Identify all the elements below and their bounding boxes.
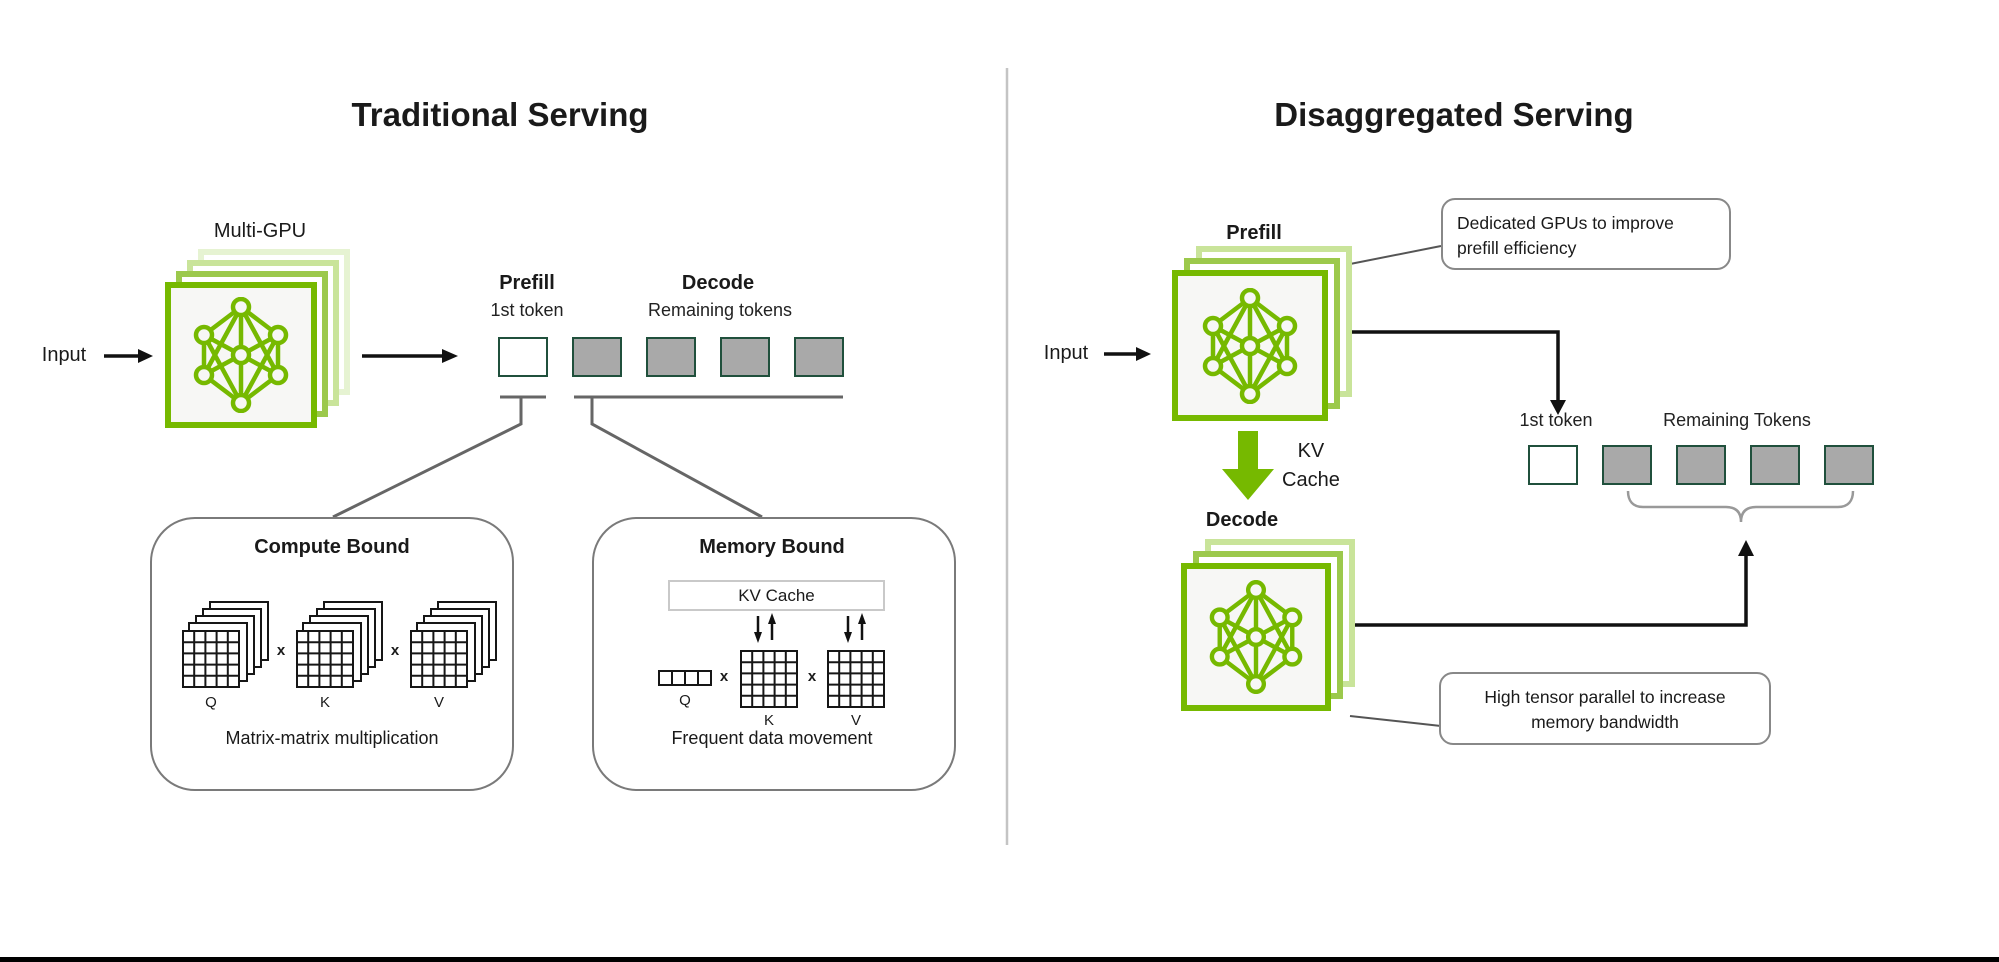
decode-token-box	[794, 337, 844, 377]
left-title: Traditional Serving	[351, 96, 649, 133]
k-matrix-icon	[740, 650, 798, 708]
kv-cache-arrow-label: KV Cache	[1282, 440, 1340, 491]
input-arrow-left	[104, 349, 153, 363]
bottom-border-bar	[0, 957, 1999, 962]
neural-network-icon	[191, 297, 291, 413]
memory-bound-caption: Frequent data movement	[671, 728, 873, 748]
q-matrix-stack-icon	[180, 586, 272, 690]
prefill-callout-connector	[1339, 245, 1442, 267]
prefill-token-box	[498, 337, 548, 377]
remaining-tokens-label-right: Remaining Tokens	[1663, 410, 1811, 430]
gpu-to-tokens-arrow	[362, 349, 458, 363]
input-label-right: Input	[1043, 342, 1089, 364]
gpu-card-front	[1181, 563, 1331, 711]
data-movement-arrows-icon	[753, 613, 778, 644]
multi-gpu-stack	[165, 249, 351, 429]
prefill-gpu-stack	[1172, 246, 1352, 421]
decode-token-box	[572, 337, 622, 377]
multiply-operator: x	[719, 668, 729, 685]
gpu-card-front	[165, 282, 317, 428]
k-label: K	[763, 712, 775, 729]
decode-gpu-stack	[1181, 539, 1355, 711]
first-token-label-right: 1st token	[1519, 410, 1593, 430]
token-row-left	[498, 337, 844, 377]
memory-bound-title: Memory Bound	[699, 536, 845, 558]
q-vector-icon	[658, 670, 712, 686]
decode-token-box	[1750, 445, 1800, 485]
token-row-right	[1528, 445, 1874, 485]
prefill-bracket	[332, 395, 546, 519]
decode-sublabel-left: Remaining tokens	[647, 300, 793, 320]
prefill-sublabel-left: 1st token	[490, 300, 564, 320]
data-movement-arrows-icon	[843, 613, 868, 644]
decode-output-arrow	[1352, 540, 1754, 627]
decode-token-box	[646, 337, 696, 377]
multi-gpu-label: Multi-GPU	[213, 220, 307, 242]
prefill-callout: Dedicated GPUs to improve prefill effici…	[1441, 198, 1731, 270]
input-arrow-right	[1104, 347, 1151, 361]
v-matrix-stack-icon	[408, 586, 500, 690]
decode-token-box	[1824, 445, 1874, 485]
gpu-card-front	[1172, 270, 1328, 421]
decode-token-box	[1602, 445, 1652, 485]
v-matrix-icon	[827, 650, 885, 708]
right-title: Disaggregated Serving	[1274, 96, 1634, 133]
decode-token-box	[1676, 445, 1726, 485]
q-label: Q	[205, 694, 217, 711]
prefill-label-right: Prefill	[1226, 222, 1282, 244]
v-label: V	[850, 712, 862, 729]
input-label-left: Input	[41, 344, 87, 366]
v-label: V	[433, 694, 445, 711]
decode-label-right: Decode	[1205, 509, 1279, 531]
k-label: K	[319, 694, 331, 711]
prefill-token-box	[1528, 445, 1578, 485]
multiply-operator: x	[807, 668, 817, 685]
neural-network-icon	[1200, 288, 1300, 404]
kv-cache-arrow-icon	[1222, 431, 1274, 500]
multiply-operator: x	[276, 642, 286, 659]
multiply-operator: x	[390, 642, 400, 659]
neural-network-icon	[1207, 580, 1305, 694]
decode-token-box	[720, 337, 770, 377]
decode-callout-connector	[1349, 715, 1442, 727]
k-matrix-stack-icon	[294, 586, 386, 690]
decode-bracket	[574, 395, 843, 519]
tokens-brace	[1626, 490, 1855, 523]
compute-bound-title: Compute Bound	[254, 536, 410, 558]
decode-label-left: Decode	[681, 272, 755, 294]
prefill-output-arrow	[1338, 330, 1566, 415]
kv-cache-box: KV Cache	[668, 580, 885, 611]
prefill-label-left: Prefill	[499, 272, 555, 294]
decode-callout: High tensor parallel to increase memory …	[1439, 672, 1771, 745]
q-label: Q	[679, 692, 691, 709]
compute-bound-caption: Matrix-matrix multiplication	[225, 728, 439, 748]
